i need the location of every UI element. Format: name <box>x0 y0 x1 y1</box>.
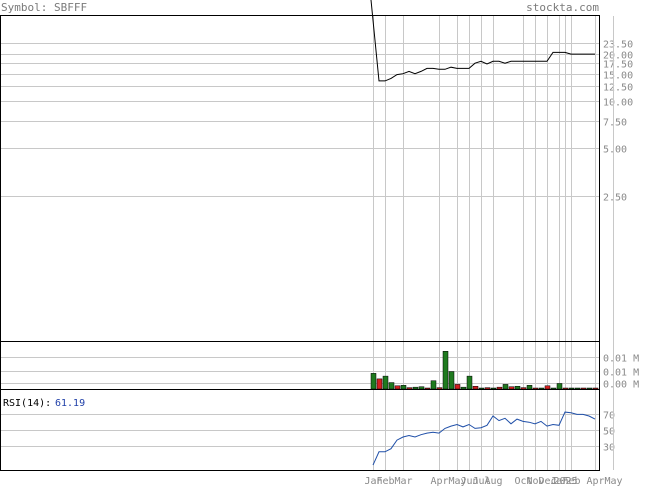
volume-bar <box>496 386 503 390</box>
date-label: Feb <box>562 476 580 486</box>
date-label: Oct <box>514 476 532 486</box>
volume-bar <box>376 378 383 390</box>
rsi-last-value: 61.19 <box>55 398 85 409</box>
price-tick-label: 5.00 <box>603 145 627 156</box>
volume-bar <box>514 385 521 390</box>
rsi-grid <box>1 414 599 447</box>
date-label: May <box>448 476 466 486</box>
date-label: Aug <box>484 476 502 486</box>
volume-bar <box>412 386 419 390</box>
volume-bar <box>586 387 593 390</box>
volume-tick-label: 0.01 M <box>603 354 639 365</box>
date-label: Jul <box>472 476 490 486</box>
price-tick-label: 2.50 <box>603 193 627 204</box>
date-label: May <box>604 476 622 486</box>
date-label: Dec <box>538 476 556 486</box>
price-tick-label: 20.00 <box>603 51 633 62</box>
volume-bar <box>544 385 551 390</box>
date-label: Jan <box>364 476 382 486</box>
volume-bar <box>562 387 569 390</box>
date-label: Jan <box>550 476 568 486</box>
volume-bar <box>430 380 437 390</box>
price-tick-label: 17.50 <box>603 60 633 71</box>
rsi-panel-frame <box>0 389 600 471</box>
volume-tick-label: 0.00 M <box>603 380 639 391</box>
date-label: Jun <box>460 476 478 486</box>
volume-bar <box>538 387 545 390</box>
volume-bar <box>580 387 587 390</box>
date-grid <box>373 16 614 470</box>
price-line <box>370 0 595 82</box>
volume-bar <box>406 387 413 390</box>
volume-bar <box>478 387 485 390</box>
price-tick-label: 12.50 <box>603 83 633 94</box>
volume-bar <box>556 383 563 390</box>
volume-bar <box>466 375 473 390</box>
volume-bar <box>400 385 407 390</box>
price-tick-label: 7.50 <box>603 118 627 129</box>
volume-bar <box>382 375 389 390</box>
site-name: stockta.com <box>526 1 599 14</box>
price-tick-label: 10.00 <box>603 98 633 109</box>
volume-bar <box>418 386 425 390</box>
symbol-label: Symbol: SBFFF <box>1 1 87 14</box>
rsi-line <box>372 411 596 466</box>
volume-bar <box>568 387 575 390</box>
rsi-label: RSI(14): <box>3 398 51 409</box>
volume-bar <box>442 351 449 390</box>
volume-bar <box>472 385 479 390</box>
volume-bar <box>454 384 461 390</box>
volume-bar <box>484 387 491 390</box>
price-panel-frame <box>0 15 600 342</box>
volume-bar <box>424 387 431 390</box>
rsi-tick-label: 50 <box>603 427 615 438</box>
volume-bar <box>388 382 395 390</box>
rsi-tick-label: 30 <box>603 443 615 454</box>
price-tick-label: 23.50 <box>603 40 633 51</box>
rsi-tick-label: 70 <box>603 411 615 422</box>
volume-bar <box>520 387 527 390</box>
date-label: Apr <box>586 476 604 486</box>
volume-axis-ticks: 0.01 M0.01 M0.00 M <box>603 354 639 391</box>
volume-bar <box>526 385 533 390</box>
volume-bar <box>502 384 509 390</box>
date-label: 2025 <box>553 476 577 486</box>
volume-bar <box>490 387 497 390</box>
volume-bar <box>508 386 515 390</box>
date-label: Feb <box>376 476 394 486</box>
date-label: Nov <box>526 476 544 486</box>
volume-bar <box>448 371 455 390</box>
volume-bar <box>460 386 467 390</box>
volume-tick-label: 0.01 M <box>603 368 639 379</box>
volume-bar <box>532 387 539 390</box>
volume-bar <box>370 373 377 390</box>
volume-panel-frame <box>0 341 600 390</box>
date-label: Apr <box>430 476 448 486</box>
rsi-axis-ticks: 70 50 30 <box>603 411 615 454</box>
volume-bar <box>394 385 401 390</box>
volume-bar <box>550 387 557 390</box>
volume-grid <box>1 357 599 384</box>
volume-bar <box>592 387 599 390</box>
date-label: Mar <box>394 476 412 486</box>
price-tick-label: 15.00 <box>603 71 633 82</box>
price-grid <box>1 43 599 197</box>
volume-bar <box>574 387 581 390</box>
volume-bar <box>436 387 443 390</box>
